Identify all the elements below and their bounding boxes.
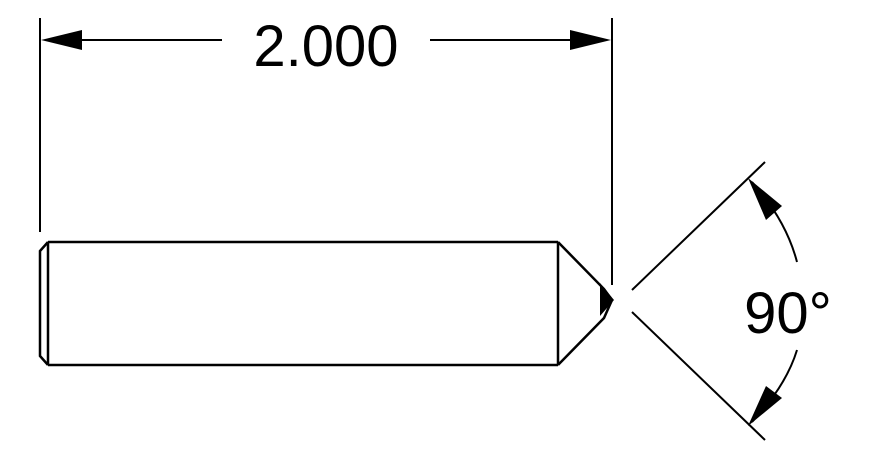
- angle-dimension-label: 90°: [744, 281, 832, 346]
- left-arrowhead: [41, 30, 82, 50]
- length-dimension-label: 2.000: [253, 14, 398, 79]
- angle-dimension: 90°: [744, 178, 832, 426]
- pin-part: [38, 240, 614, 367]
- angle-extension-lower: [631, 311, 766, 441]
- right-arrowhead: [570, 30, 611, 50]
- pin-left-chamfer: [38, 241, 49, 366]
- angle-arrowhead-upper: [748, 178, 782, 220]
- angle-extension-upper: [631, 161, 766, 291]
- pin-tip: [600, 283, 614, 316]
- angle-arrowhead-lower: [748, 386, 782, 426]
- length-dimension: 2.000: [41, 14, 611, 79]
